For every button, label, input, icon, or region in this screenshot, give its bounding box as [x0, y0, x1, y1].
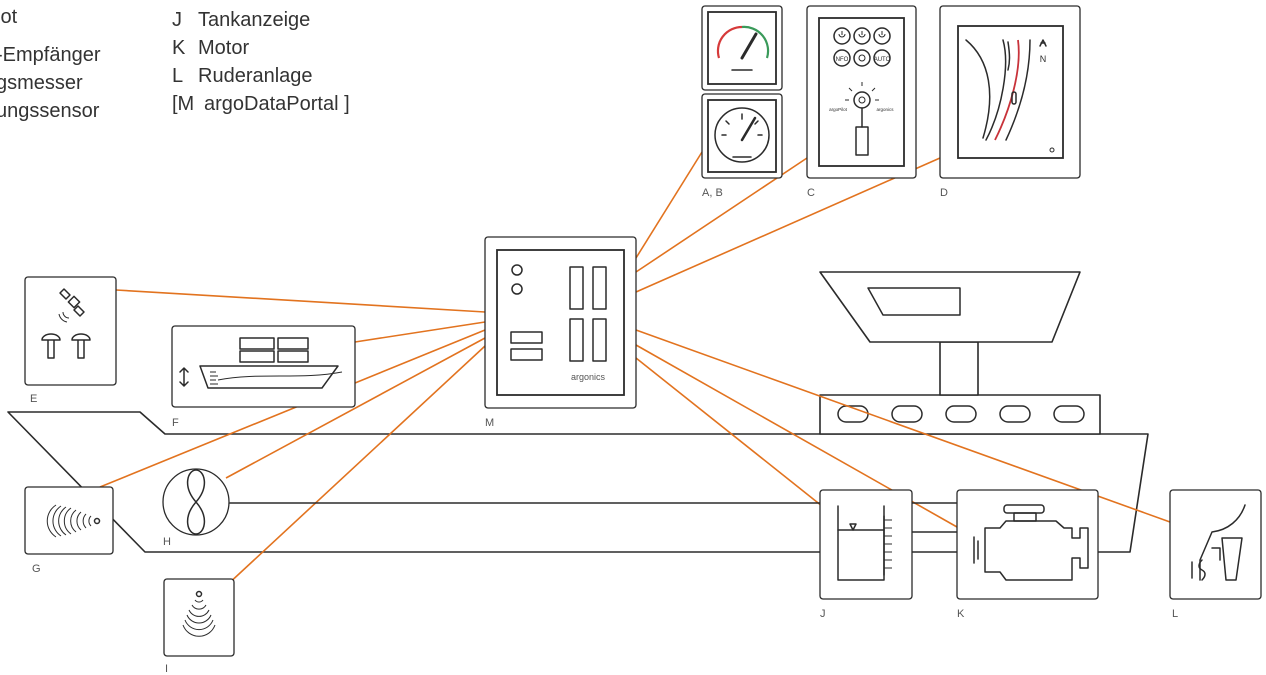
label-j: J [820, 608, 826, 620]
legend-text-m: argoDataPortal ] [204, 93, 350, 115]
wire-f [354, 321, 486, 343]
gps-receiver-e[interactable] [24, 276, 117, 386]
boat-bridge [819, 271, 1081, 343]
engine-k[interactable] [956, 489, 1099, 600]
trim-sensor-f[interactable] [171, 325, 356, 408]
legend-right: J Tankanzeige K Motor L Ruderanlage [M argoD… [172, 6, 350, 118]
label-h: H [163, 536, 171, 548]
joystick[interactable] [845, 82, 879, 156]
legend-item-m: [M argoDataPortal ] [172, 90, 350, 118]
label-i: I [165, 663, 168, 675]
label-l: L [1172, 608, 1178, 620]
wire-e [115, 289, 486, 313]
north-label: N [1040, 54, 1047, 64]
legend-text-l: Ruderanlage [198, 65, 313, 87]
legend-key-l: L [172, 65, 184, 87]
tank-gauge-j[interactable] [819, 489, 913, 600]
label-e: E [30, 393, 37, 405]
panel-brand-left: argoPilot [829, 107, 848, 112]
wire-j [635, 357, 833, 515]
chartplotter-d[interactable]: N [939, 5, 1081, 179]
legend-key-m: [M [172, 93, 195, 115]
wire-ab [635, 151, 703, 259]
legend-left-2: -Empfänger [0, 44, 101, 66]
label-ab: A, B [702, 187, 723, 199]
btn-nfo-label: NFO [836, 57, 849, 63]
wire-d [635, 157, 941, 293]
legend-left-3: gsmesser [0, 72, 83, 94]
autopilot-panel-c[interactable]: NFO AUTO argoPilot argonics [806, 5, 917, 179]
depth-sensor-i[interactable] [163, 578, 235, 657]
wire-i [225, 345, 486, 587]
legend-left: lot -Empfänger gsmesser ungssensor [0, 3, 101, 125]
legend-item-j: J Tankanzeige [172, 6, 350, 34]
portholes [837, 405, 1085, 423]
gauge-a[interactable] [701, 5, 783, 91]
legend-item-l: L Ruderanlage [172, 62, 350, 90]
boat-mast [939, 341, 979, 396]
legend-key-j: J [172, 9, 182, 31]
rudder-l[interactable] [1169, 489, 1262, 600]
legend-text-j: Tankanzeige [198, 9, 311, 31]
speed-sensor-h[interactable] [162, 468, 230, 536]
legend-left-4: ungssensor [0, 100, 100, 122]
hub-m[interactable]: argonics [484, 236, 637, 409]
legend-left-1: lot [0, 6, 18, 28]
legend-key-k: K [172, 37, 186, 59]
label-c: C [807, 187, 815, 199]
label-f: F [172, 417, 179, 429]
wire-g [99, 329, 486, 488]
panel-brand-right: argonics [876, 107, 894, 112]
legend-text-k: Motor [198, 37, 250, 59]
btn-auto-label: AUTO [874, 57, 891, 63]
legend-item-k: K Motor [172, 34, 350, 62]
gauge-b[interactable] [701, 93, 783, 179]
label-m: M [485, 417, 494, 429]
label-g: G [32, 563, 41, 575]
sonar-g[interactable] [24, 486, 114, 555]
boat-deck-block [819, 394, 1101, 435]
wire-h [225, 337, 486, 479]
boat-bridge-window [867, 287, 961, 316]
label-k: K [957, 608, 965, 620]
label-d: D [940, 187, 948, 199]
hub-brand: argonics [571, 372, 606, 382]
